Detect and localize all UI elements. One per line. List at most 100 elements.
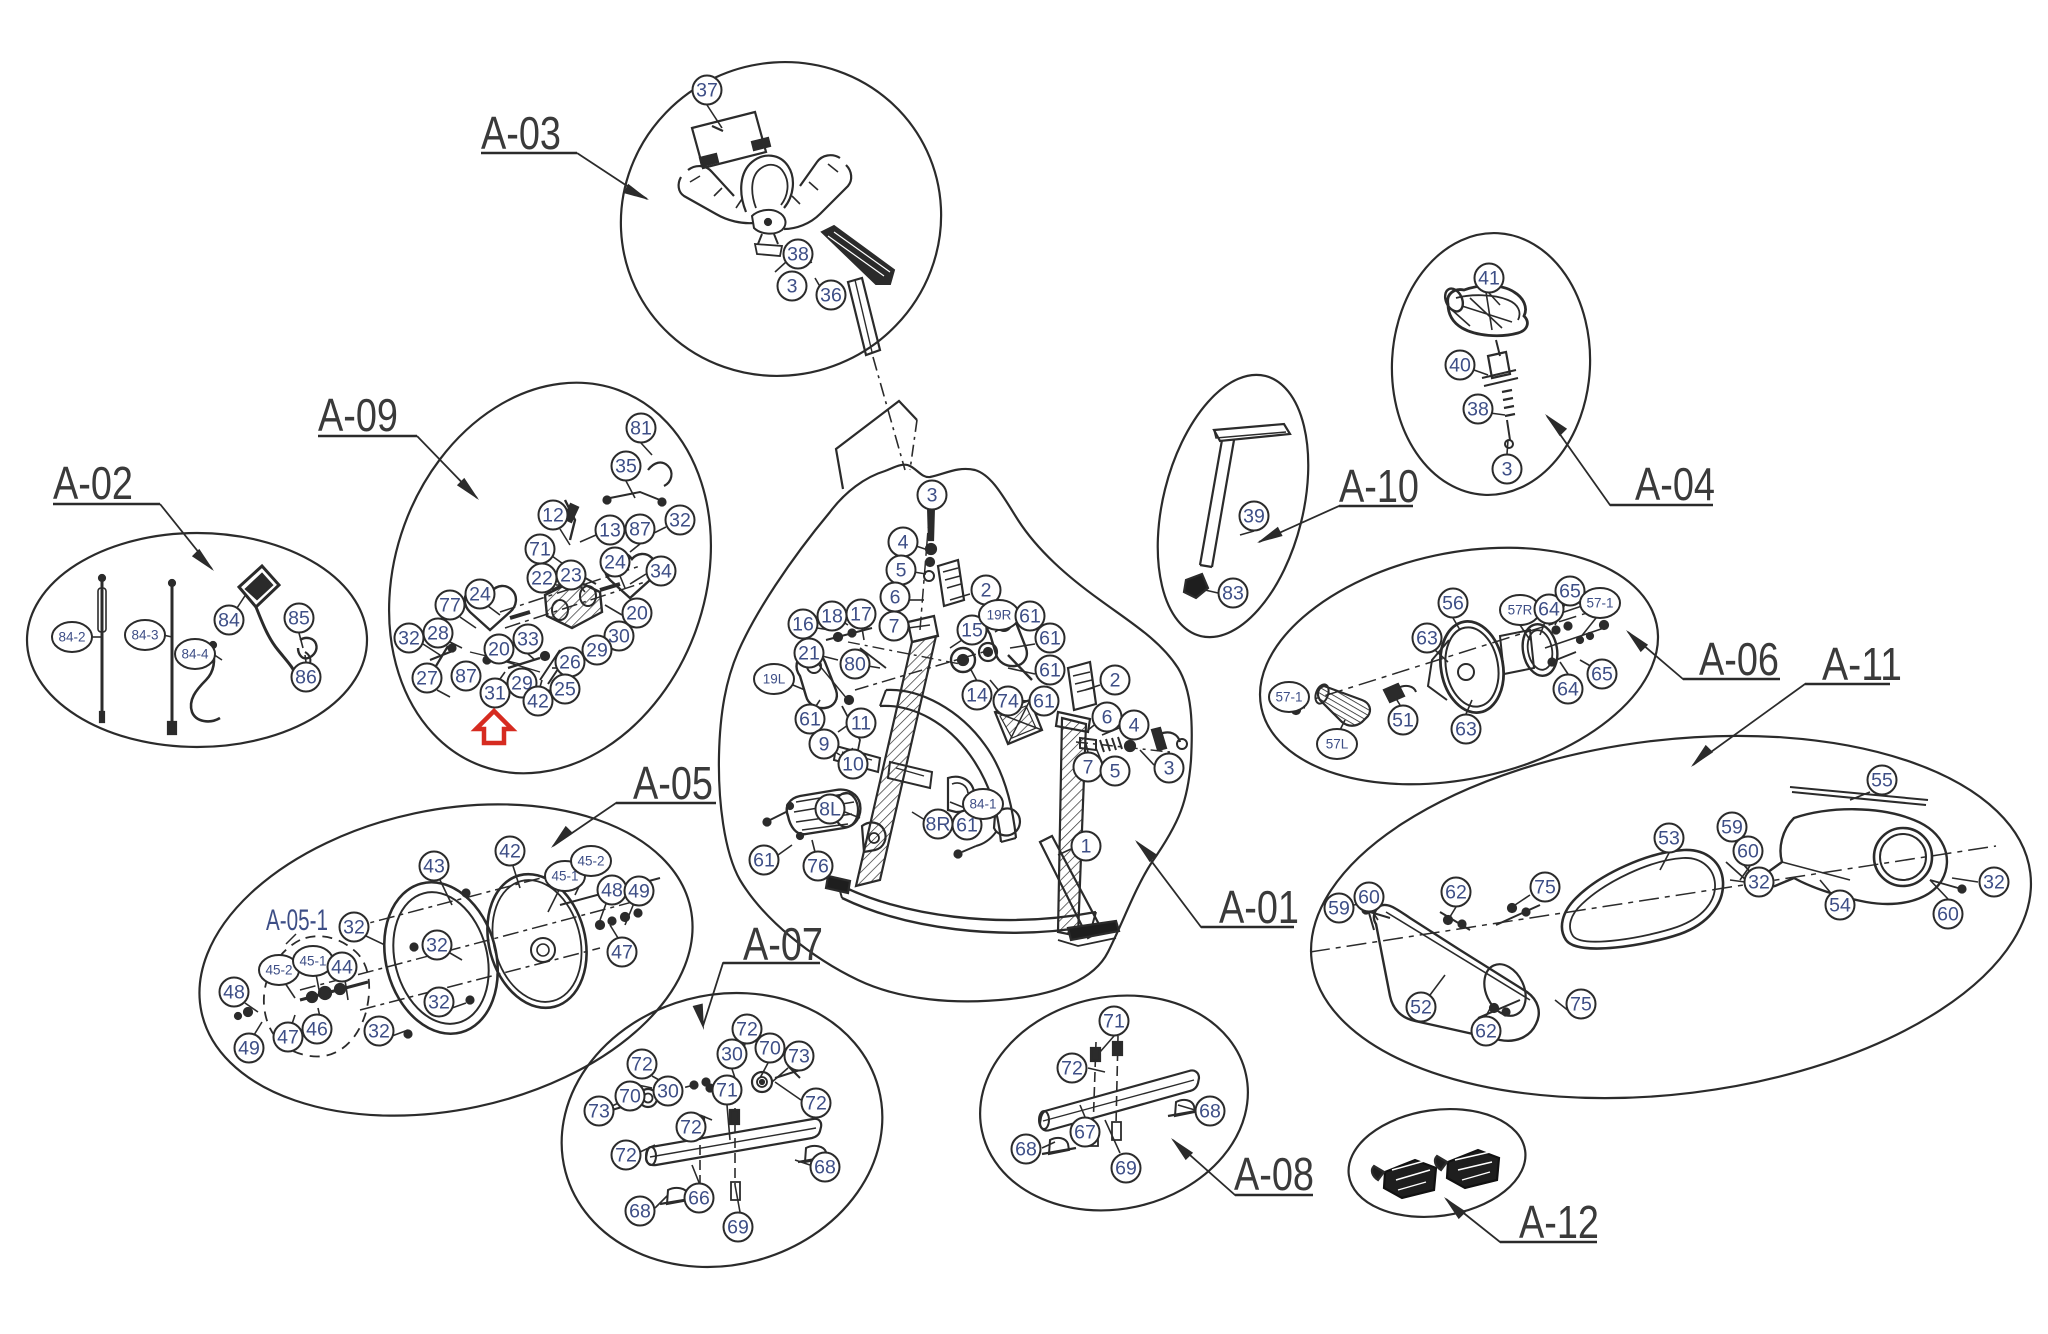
svg-text:A-10: A-10: [1339, 460, 1419, 512]
svg-text:30: 30: [657, 1081, 679, 1103]
svg-text:2: 2: [981, 580, 992, 602]
svg-text:65: 65: [1559, 581, 1581, 603]
svg-text:84-1: 84-1: [969, 797, 996, 812]
svg-text:45-1: 45-1: [299, 954, 326, 969]
svg-text:44: 44: [331, 957, 353, 979]
svg-text:68: 68: [1015, 1139, 1037, 1161]
svg-text:6: 6: [890, 587, 901, 609]
svg-text:73: 73: [588, 1101, 610, 1123]
svg-text:45-1: 45-1: [551, 869, 578, 884]
svg-text:17: 17: [850, 604, 872, 626]
svg-text:70: 70: [759, 1038, 781, 1060]
svg-text:61: 61: [1039, 628, 1061, 650]
svg-text:33: 33: [517, 629, 539, 651]
svg-text:23: 23: [560, 565, 582, 587]
svg-text:3: 3: [787, 276, 798, 298]
svg-text:72: 72: [680, 1117, 702, 1139]
svg-text:48: 48: [223, 982, 245, 1004]
svg-text:59: 59: [1328, 898, 1350, 920]
svg-text:21: 21: [798, 643, 820, 665]
svg-text:7: 7: [1083, 757, 1094, 779]
svg-text:16: 16: [792, 614, 814, 636]
svg-text:A-05-1: A-05-1: [266, 904, 328, 937]
svg-text:61: 61: [1039, 660, 1061, 682]
svg-text:87: 87: [629, 519, 651, 541]
svg-text:74: 74: [997, 691, 1019, 713]
svg-text:73: 73: [788, 1046, 810, 1068]
svg-text:84-4: 84-4: [181, 647, 209, 662]
svg-text:61: 61: [956, 815, 978, 837]
svg-text:63: 63: [1416, 628, 1438, 650]
svg-text:34: 34: [650, 561, 672, 583]
svg-text:12: 12: [542, 505, 564, 527]
svg-text:29: 29: [511, 673, 533, 695]
svg-text:72: 72: [736, 1019, 758, 1041]
svg-text:72: 72: [1061, 1058, 1083, 1080]
svg-text:7: 7: [889, 616, 900, 638]
svg-text:8L: 8L: [819, 799, 841, 821]
svg-text:85: 85: [288, 608, 310, 630]
svg-text:49: 49: [628, 881, 650, 903]
svg-text:64: 64: [1557, 679, 1579, 701]
svg-text:70: 70: [619, 1086, 641, 1108]
svg-text:45-2: 45-2: [265, 963, 292, 978]
svg-text:32: 32: [343, 917, 365, 939]
svg-text:65: 65: [1591, 664, 1613, 686]
svg-text:27: 27: [416, 668, 438, 690]
svg-text:71: 71: [1103, 1011, 1125, 1033]
svg-text:61: 61: [1033, 691, 1055, 713]
svg-text:31: 31: [484, 683, 506, 705]
svg-text:75: 75: [1570, 994, 1592, 1016]
svg-text:81: 81: [630, 418, 652, 440]
svg-text:56: 56: [1442, 593, 1464, 615]
svg-text:57R: 57R: [1508, 603, 1533, 618]
svg-text:30: 30: [721, 1044, 743, 1066]
svg-text:87: 87: [455, 666, 477, 688]
svg-text:59: 59: [1721, 817, 1743, 839]
svg-text:24: 24: [469, 584, 491, 606]
svg-text:19L: 19L: [763, 672, 786, 687]
svg-text:A-06: A-06: [1699, 633, 1779, 685]
svg-text:76: 76: [807, 856, 829, 878]
svg-text:42: 42: [499, 841, 521, 863]
svg-text:9: 9: [819, 734, 830, 756]
svg-text:45-2: 45-2: [577, 854, 604, 869]
svg-text:40: 40: [1449, 355, 1471, 377]
svg-text:3: 3: [1502, 459, 1513, 481]
svg-text:32: 32: [1983, 872, 2005, 894]
svg-text:A-12: A-12: [1519, 1196, 1599, 1248]
svg-text:A-09: A-09: [318, 389, 398, 441]
svg-text:11: 11: [851, 713, 871, 735]
svg-text:48: 48: [601, 880, 623, 902]
svg-text:25: 25: [554, 679, 576, 701]
svg-text:32: 32: [368, 1021, 390, 1043]
svg-text:72: 72: [615, 1145, 637, 1167]
svg-text:32: 32: [1748, 872, 1770, 894]
svg-text:20: 20: [626, 603, 648, 625]
svg-text:38: 38: [787, 244, 809, 266]
svg-text:84-3: 84-3: [131, 628, 158, 643]
svg-text:A-01: A-01: [1219, 881, 1299, 933]
svg-text:32: 32: [398, 628, 420, 650]
svg-text:8R: 8R: [926, 814, 951, 836]
svg-text:68: 68: [629, 1201, 651, 1223]
svg-text:30: 30: [608, 626, 630, 648]
svg-text:51: 51: [1392, 710, 1414, 732]
svg-text:61: 61: [1019, 606, 1041, 628]
svg-text:84-2: 84-2: [58, 630, 85, 645]
svg-text:61: 61: [799, 709, 821, 731]
svg-text:47: 47: [611, 942, 633, 964]
svg-text:A-11: A-11: [1822, 638, 1902, 690]
svg-text:54: 54: [1829, 895, 1851, 917]
svg-text:57-1: 57-1: [1586, 596, 1613, 611]
svg-text:32: 32: [426, 935, 448, 957]
svg-text:19R: 19R: [987, 608, 1012, 623]
svg-text:71: 71: [716, 1080, 738, 1102]
svg-text:57L: 57L: [1326, 737, 1349, 752]
svg-text:A-04: A-04: [1635, 458, 1715, 510]
svg-text:26: 26: [559, 652, 581, 674]
svg-text:75: 75: [1534, 877, 1556, 899]
svg-text:36: 36: [820, 285, 842, 307]
svg-text:28: 28: [427, 623, 449, 645]
svg-text:4: 4: [898, 532, 909, 554]
